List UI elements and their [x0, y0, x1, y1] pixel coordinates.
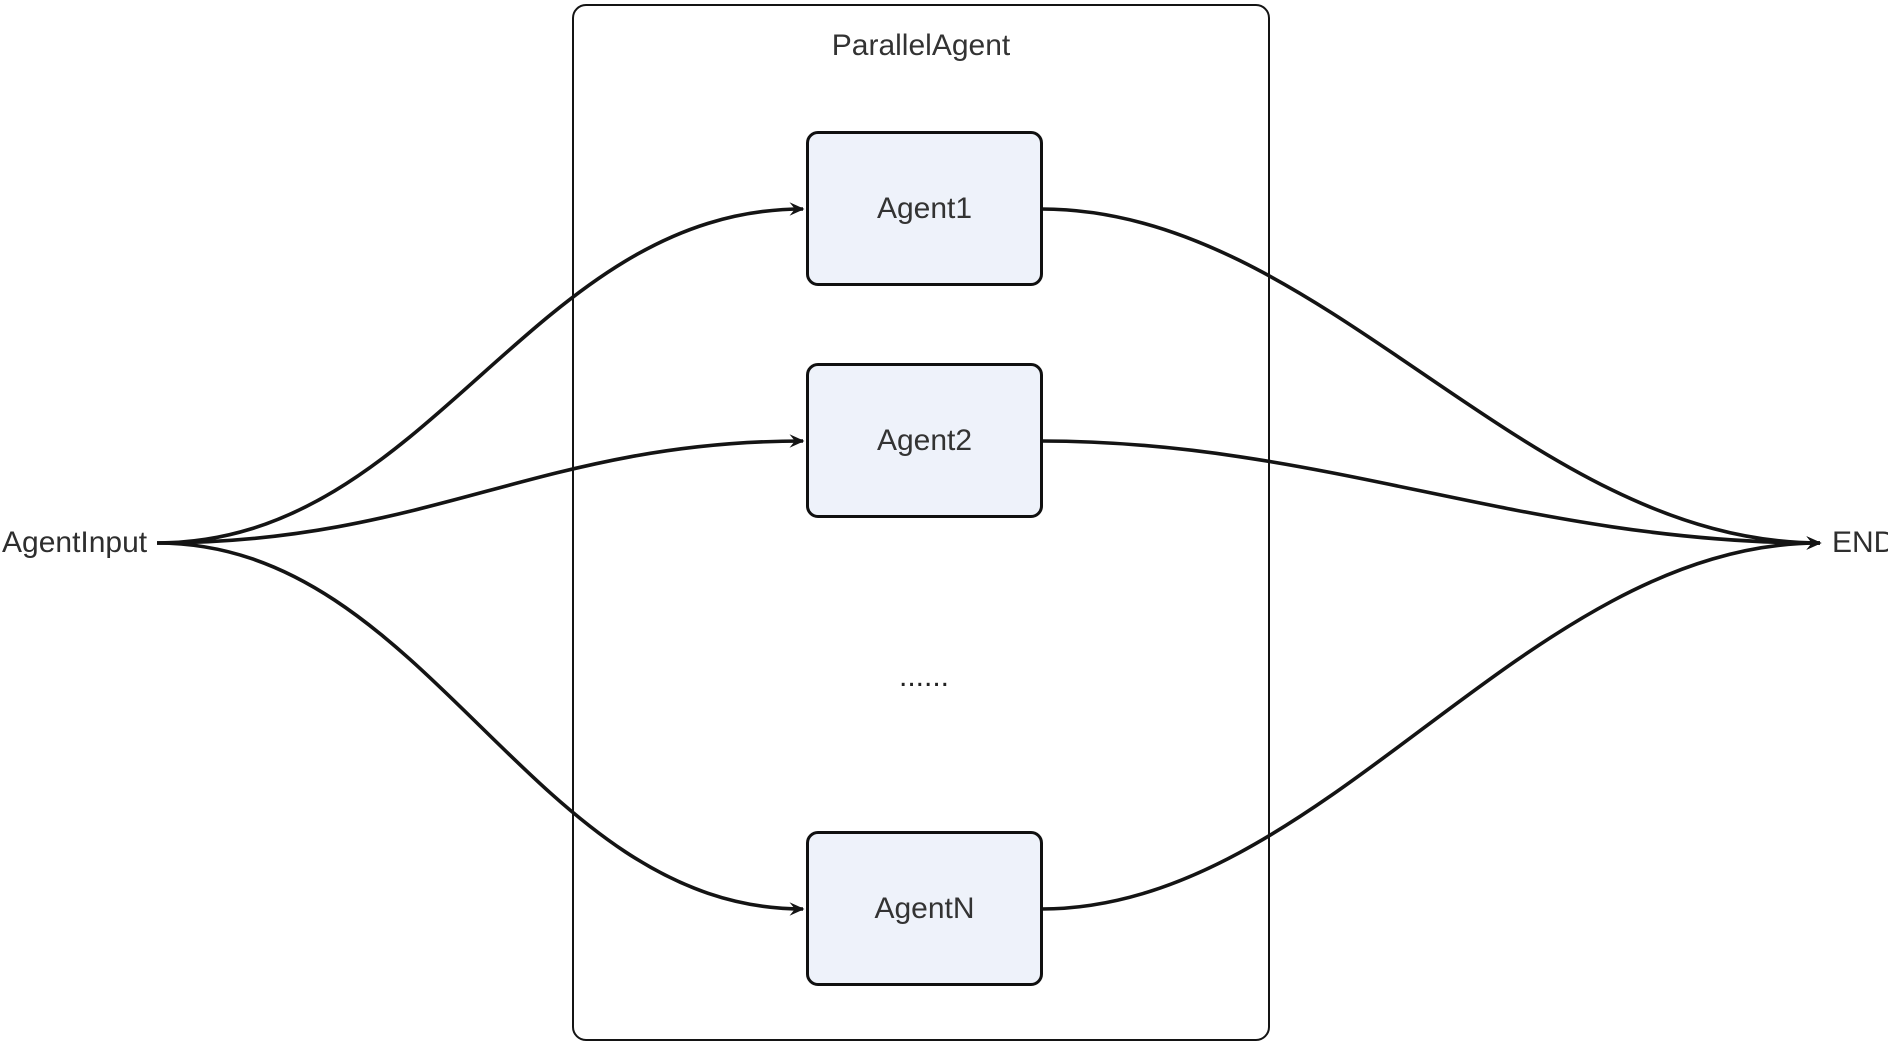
edge-input-to-agent1	[156, 202, 805, 545]
node-agent1: Agent1	[806, 131, 1043, 286]
edge-agent1-to-end	[1040, 207, 1822, 550]
node-agent2-label: Agent2	[876, 423, 973, 457]
node-agentn-label: AgentN	[874, 891, 975, 925]
edge-input-to-agentn	[156, 541, 805, 916]
edge-input-to-agent2	[156, 434, 805, 545]
node-agent1-label: Agent1	[876, 191, 973, 225]
end-label: END	[1832, 526, 1888, 559]
edge-agentn-to-end	[1040, 536, 1822, 911]
edge-agent2-to-end	[1040, 439, 1822, 550]
node-agentn: AgentN	[806, 831, 1043, 986]
parallel-agent-title: ParallelAgent	[831, 29, 1011, 62]
agent-input-label: AgentInput	[2, 526, 148, 559]
node-agent2: Agent2	[806, 363, 1043, 518]
more-agents-ellipsis: ......	[898, 660, 949, 693]
